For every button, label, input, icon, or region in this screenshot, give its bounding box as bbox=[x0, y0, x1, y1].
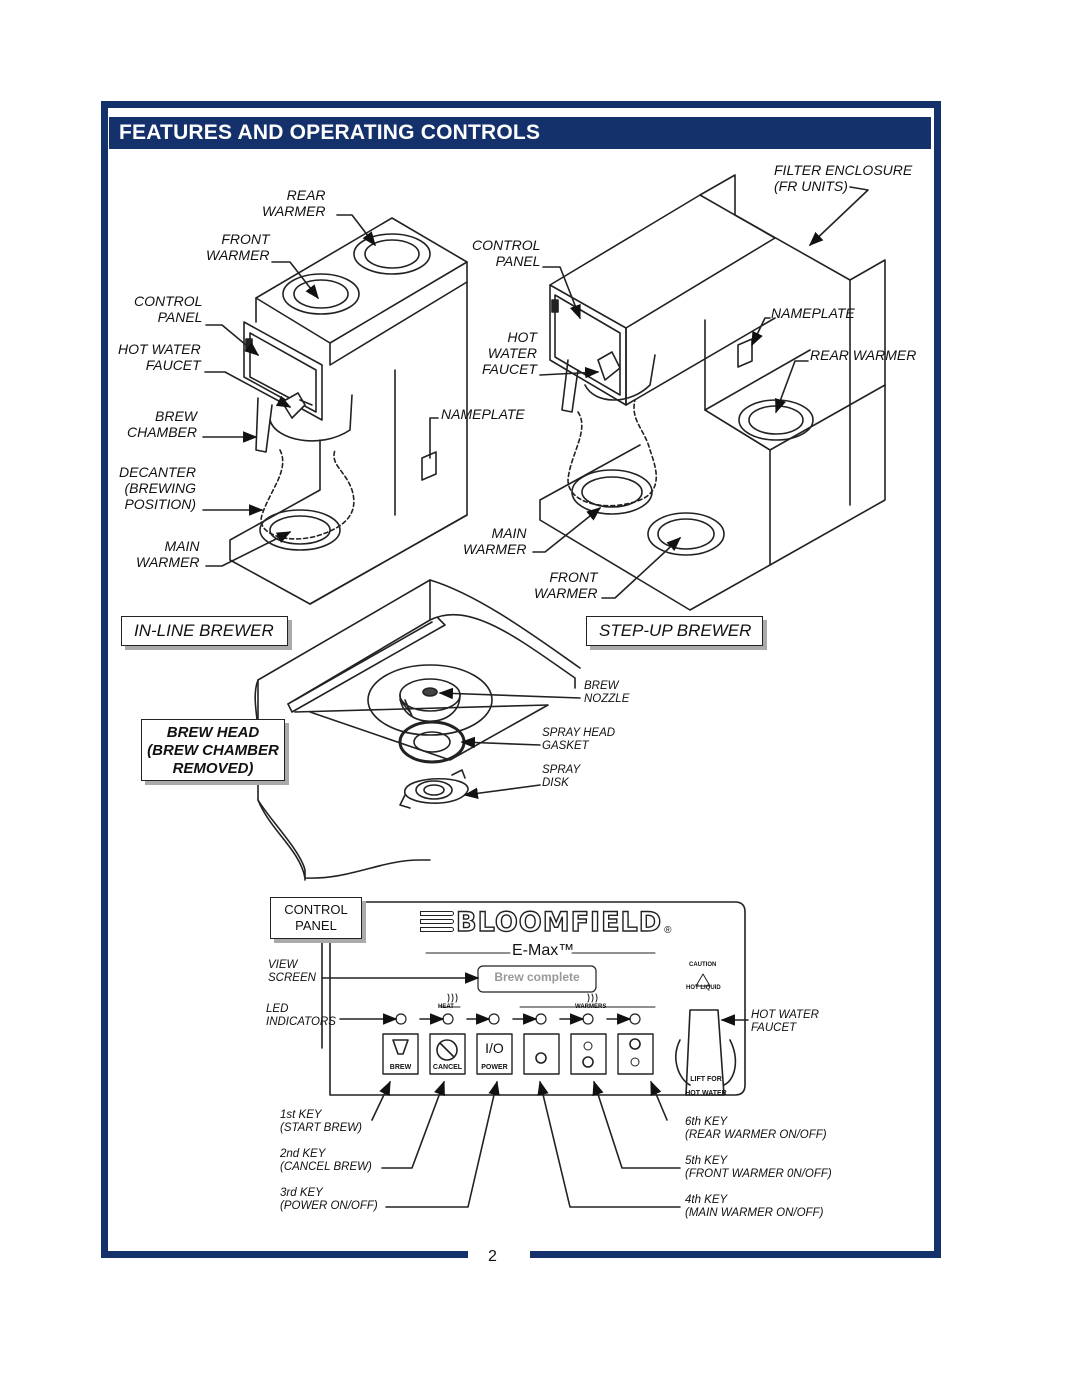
spray-head-gasket-label: SPRAY HEAD GASKET bbox=[542, 727, 616, 752]
inline-rear-warmer-label: REAR WARMER bbox=[262, 187, 326, 219]
power-symbol: I/O bbox=[485, 1040, 504, 1056]
stepup-front-warmer-label: FRONT WARMER bbox=[534, 569, 598, 601]
stepup-hot-water-faucet-label: HOT WATER FAUCET bbox=[482, 329, 537, 377]
stepup-nameplate-label: NAMEPLATE bbox=[771, 305, 855, 321]
key5-label: 5th KEY (FRONT WARMER 0N/OFF) bbox=[685, 1155, 832, 1180]
brand-mark-icon bbox=[420, 909, 454, 935]
warmers-label: WARMERS bbox=[575, 1004, 607, 1010]
model-name: E-Max™ bbox=[512, 942, 575, 959]
stepup-control-panel-label: CONTROL PANEL bbox=[472, 237, 541, 269]
key1-label: 1st KEY (START BREW) bbox=[280, 1109, 362, 1134]
inline-hot-water-faucet-label: HOT WATER FAUCET bbox=[118, 341, 201, 373]
led-indicators-label: LED INDICATORS bbox=[266, 1003, 336, 1028]
brewhead-caption: BREW HEAD (BREW CHAMBER REMOVED) bbox=[141, 719, 285, 781]
inline-main-warmer-label: MAIN WARMER bbox=[136, 538, 200, 570]
registered-mark: ® bbox=[664, 925, 672, 936]
stepup-filter-enclosure-label: FILTER ENCLOSURE (FR UNITS) bbox=[774, 162, 913, 194]
title-bar: FEATURES AND OPERATING CONTROLS bbox=[109, 117, 931, 149]
inline-control-panel-label: CONTROL PANEL bbox=[134, 293, 203, 325]
inline-brew-chamber-label: BREW CHAMBER bbox=[127, 408, 198, 440]
view-screen-label: VIEW SCREEN bbox=[268, 959, 316, 984]
lift-for-label: LIFT FOR bbox=[690, 1076, 722, 1083]
stepup-brewer-drawing bbox=[532, 174, 886, 611]
control-panel-caption: CONTROL PANEL bbox=[270, 897, 362, 939]
brew-nozzle-label: BREW NOZZLE bbox=[584, 680, 630, 705]
key6-label: 6th KEY (REAR WARMER ON/OFF) bbox=[685, 1116, 827, 1141]
brewhead-drawing bbox=[254, 579, 581, 881]
brew-key[interactable]: BREW bbox=[389, 1064, 412, 1071]
control-panel-drawing bbox=[321, 897, 749, 1208]
page-number: 2 bbox=[488, 1248, 497, 1265]
brand-name: BLOOMFIELD bbox=[455, 906, 663, 938]
inline-brewer-caption: IN-LINE BREWER bbox=[121, 616, 288, 646]
panel-hot-water-faucet-label: HOT WATER FAUCET bbox=[751, 1009, 819, 1034]
spray-disk-label: SPRAY DISK bbox=[542, 764, 581, 789]
page-title: FEATURES AND OPERATING CONTROLS bbox=[119, 121, 541, 144]
hot-water-handle-label: HOT WATER bbox=[685, 1090, 727, 1097]
inline-front-warmer-label: FRONT WARMER bbox=[206, 231, 270, 263]
stepup-rear-warmer-label: REAR WARMER bbox=[810, 347, 917, 363]
stepup-main-warmer-label: MAIN WARMER bbox=[463, 525, 527, 557]
key3-label: 3rd KEY (POWER ON/OFF) bbox=[280, 1187, 378, 1212]
stepup-brewer-caption: STEP-UP BREWER bbox=[586, 616, 763, 646]
key2-label: 2nd KEY (CANCEL BREW) bbox=[280, 1148, 372, 1173]
power-key[interactable]: POWER bbox=[481, 1064, 508, 1071]
cancel-key[interactable]: CANCEL bbox=[432, 1064, 463, 1071]
page-number-gap bbox=[468, 1249, 530, 1263]
hot-liquid-label: HOT LIQUID bbox=[686, 985, 721, 991]
inline-nameplate-label: NAMEPLATE bbox=[441, 406, 525, 422]
inline-decanter-label: DECANTER (BREWING POSITION) bbox=[119, 464, 197, 512]
inline-brewer-drawing bbox=[202, 214, 468, 605]
brand-logo: BLOOMFIELD ® bbox=[420, 906, 672, 938]
caution-label: CAUTION bbox=[689, 962, 717, 968]
key4-label: 4th KEY (MAIN WARMER ON/OFF) bbox=[685, 1194, 824, 1219]
heat-label: HEAT bbox=[438, 1004, 454, 1010]
view-screen-text: Brew complete bbox=[494, 970, 580, 984]
